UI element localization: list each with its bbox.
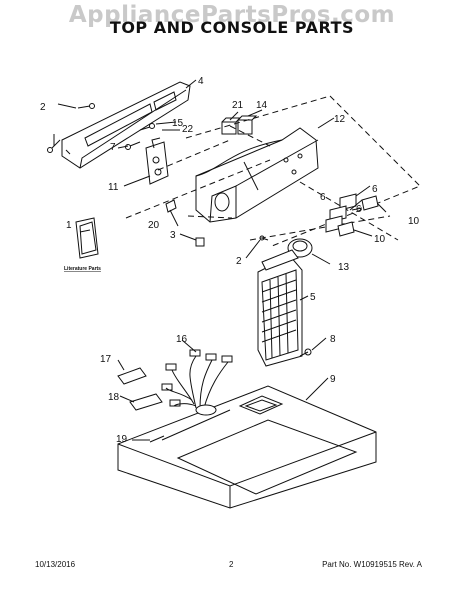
callout-22: 22 bbox=[182, 124, 194, 135]
callout-8: 8 bbox=[330, 334, 336, 345]
callout-7: 7 bbox=[110, 142, 116, 153]
knob-part bbox=[325, 193, 357, 233]
callout-3: 3 bbox=[170, 230, 176, 241]
callout-10: 10 bbox=[408, 216, 420, 227]
control-panel-part bbox=[61, 81, 191, 169]
callout-21: 21 bbox=[232, 100, 244, 111]
callout-10: 10 bbox=[374, 234, 386, 245]
top-panel-part bbox=[117, 385, 377, 509]
bracket-part bbox=[145, 137, 169, 185]
callout-4: 4 bbox=[198, 76, 204, 87]
callout-18: 18 bbox=[108, 392, 120, 403]
callout-9: 9 bbox=[330, 374, 336, 385]
callout-17: 17 bbox=[100, 354, 112, 365]
callout-6: 6 bbox=[356, 204, 362, 215]
callout-13: 13 bbox=[338, 262, 350, 273]
callout-2: 2 bbox=[236, 256, 242, 267]
wire-harness-part bbox=[161, 349, 233, 416]
callout-6: 6 bbox=[320, 192, 326, 203]
callout-12: 12 bbox=[334, 114, 346, 125]
screw-part bbox=[299, 348, 312, 357]
callout-19: 19 bbox=[116, 434, 128, 445]
footer-part-number: Part No. W10919515 Rev. A bbox=[322, 560, 422, 569]
bracket-part bbox=[117, 367, 163, 411]
callout-5: 5 bbox=[310, 292, 316, 303]
console-part bbox=[195, 127, 319, 223]
switch-part bbox=[221, 115, 258, 135]
callout-16: 16 bbox=[176, 334, 188, 345]
page-title: TOP AND CONSOLE PARTS bbox=[109, 18, 355, 37]
callout-11: 11 bbox=[108, 182, 119, 193]
leader-lines bbox=[53, 79, 387, 441]
callout-15: 15 bbox=[172, 118, 184, 129]
guide-lines bbox=[125, 95, 421, 247]
callout-1: 1 bbox=[66, 220, 72, 231]
callout-labels: 2 4 21 14 12 15 22 7 11 6 6 6 10 10 20 1… bbox=[40, 76, 420, 445]
footer-date: 10/13/2016 bbox=[35, 560, 76, 569]
literature-label: Literature Parts bbox=[64, 266, 101, 272]
button-part bbox=[337, 195, 379, 237]
literature-part bbox=[75, 217, 99, 259]
lint-filter-part bbox=[257, 249, 303, 367]
callout-20: 20 bbox=[148, 220, 160, 231]
watermark: AppliancePartsPros.com bbox=[68, 2, 396, 28]
callout-14: 14 bbox=[256, 100, 268, 111]
callout-6: 6 bbox=[372, 184, 378, 195]
clip-part bbox=[165, 199, 269, 247]
footer-page-number: 2 bbox=[229, 560, 234, 569]
callout-2: 2 bbox=[40, 102, 46, 113]
